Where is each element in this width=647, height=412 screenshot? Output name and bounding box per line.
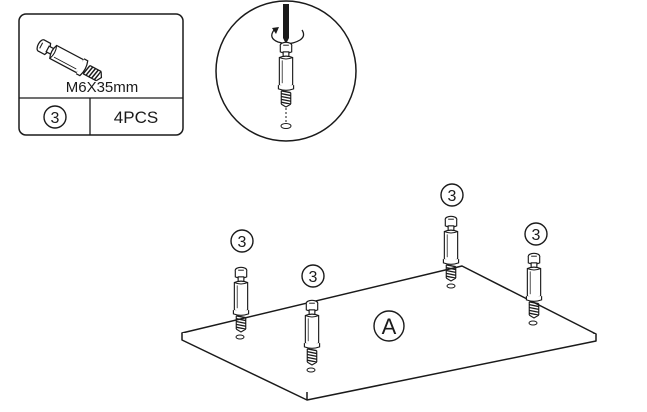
board-label-badge: A — [373, 310, 405, 342]
callout-2: 3 — [301, 264, 325, 288]
svg-text:3: 3 — [532, 227, 541, 244]
size-label: M6X35mm — [66, 79, 139, 96]
parts-box: M6X35mm 3 4PCS — [18, 13, 184, 136]
svg-text:3: 3 — [238, 234, 247, 251]
callout-3: 3 — [440, 183, 464, 207]
callout-4: 3 — [524, 222, 548, 246]
part-number-badge: 3 — [43, 105, 67, 129]
quantity-label: 4PCS — [114, 108, 158, 127]
svg-text:3: 3 — [448, 188, 457, 205]
part-number: 3 — [51, 110, 60, 127]
board-label: A — [382, 314, 397, 339]
screwdriver-icon — [283, 4, 289, 44]
svg-text:3: 3 — [309, 269, 318, 286]
board-a: A — [181, 265, 597, 401]
callout-1: 3 — [230, 229, 254, 253]
detail-view — [215, 0, 357, 142]
